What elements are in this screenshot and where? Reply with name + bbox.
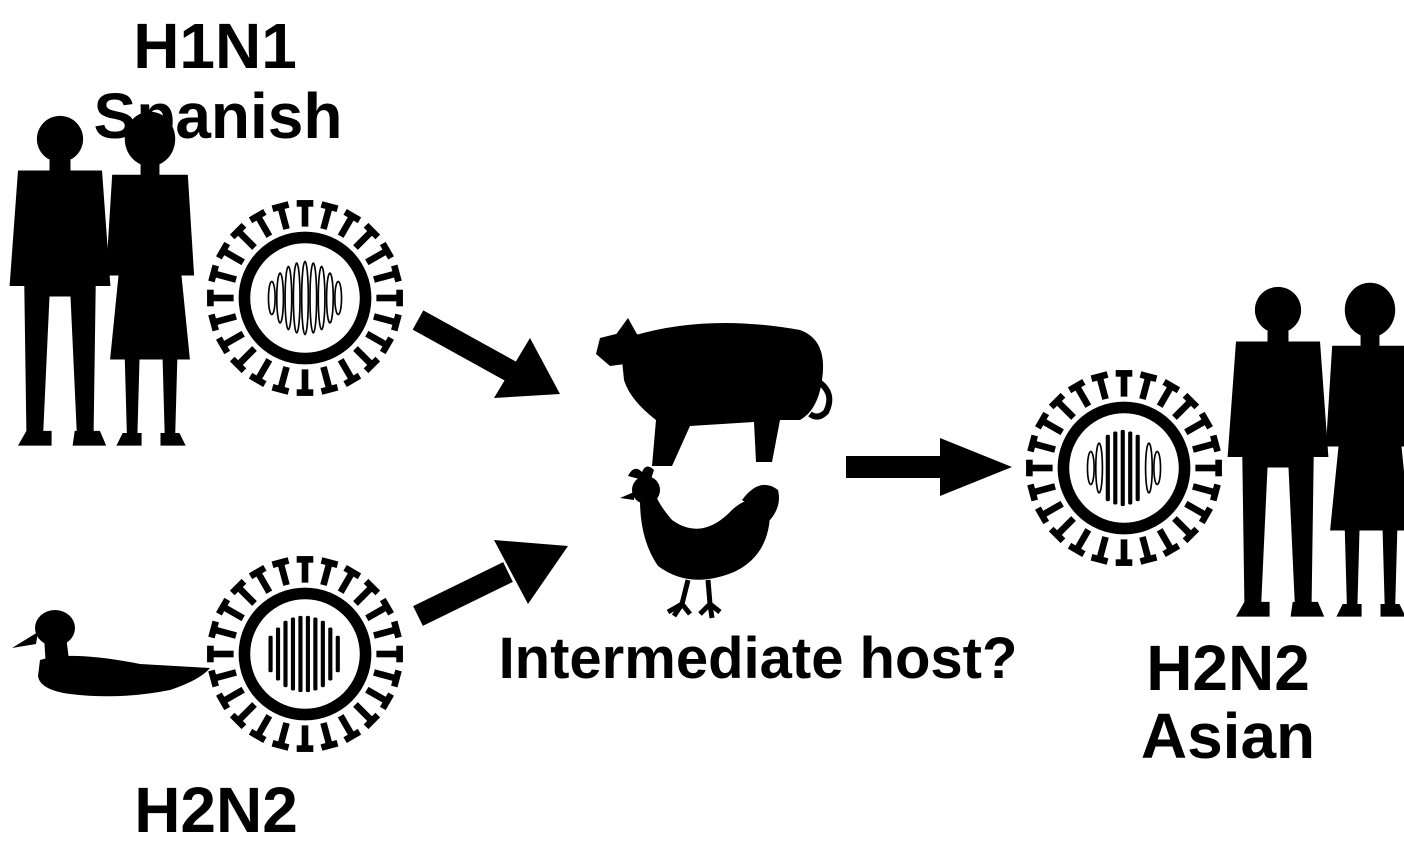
source-humans [9, 111, 195, 446]
source-bird [12, 610, 210, 697]
arrow-human-to-intermediate [412, 310, 560, 398]
intermediate-host [596, 318, 833, 619]
result-virus [1026, 370, 1222, 566]
virus-icon [1026, 370, 1222, 566]
virus-icon [207, 556, 403, 752]
duck-icon [12, 610, 210, 697]
intermediate-host-label: Intermediate host? [498, 626, 1018, 691]
result-name-label: Asian [1140, 700, 1316, 772]
source-bird-strain-label: H2N2 [134, 774, 298, 846]
chicken-icon [620, 466, 779, 619]
pig-icon [596, 318, 833, 466]
arrow-intermediate-to-result [846, 438, 1012, 496]
result-strain-label: H2N2 [1146, 632, 1310, 704]
arrow-bird-to-intermediate [413, 540, 568, 626]
source-bird-virus [207, 556, 403, 752]
source-human-name-label: Spanish [93, 80, 343, 152]
human-couple-icon [9, 111, 195, 446]
source-human-virus [207, 200, 403, 396]
virus-icon [207, 200, 403, 396]
human-couple-icon [1227, 282, 1404, 617]
result-humans [1227, 282, 1404, 617]
source-human-strain-label: H1N1 [133, 10, 297, 82]
